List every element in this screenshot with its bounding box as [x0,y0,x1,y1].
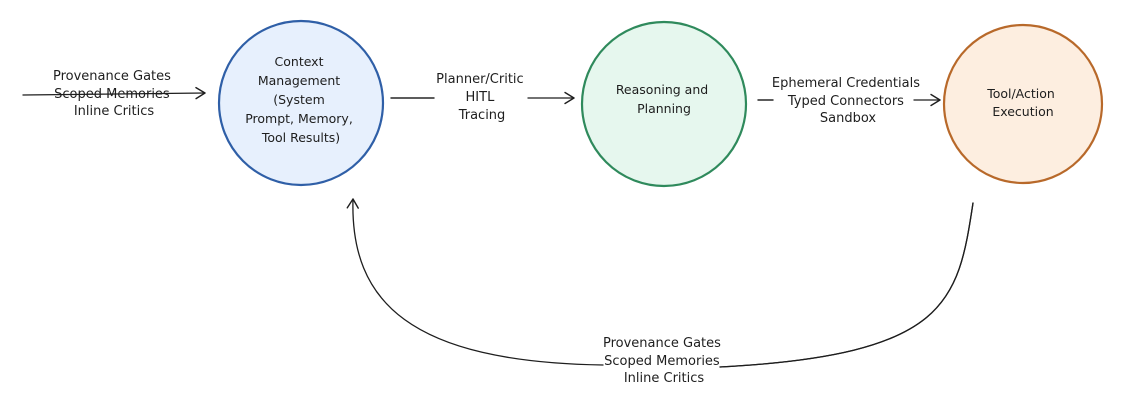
feedback-label-line: Scoped Memories [604,354,720,369]
input-label-line: Inline Critics [74,104,155,119]
context-label-line: Tool Results) [261,130,340,145]
feedback-label-line: Provenance Gates [603,336,721,351]
feedback-label-line: Inline Critics [624,371,705,386]
context-management-label: Context Management (System Prompt, Memor… [245,54,357,145]
input-label-line: Scoped Memories [54,87,170,102]
reasoning-planning-node[interactable] [580,20,748,188]
context-label-line: Context [275,54,324,69]
context-management-node[interactable] [217,19,385,187]
reasoning-tool-label-line: Ephemeral Credentials [772,76,920,91]
tool-action-execution-node[interactable] [942,23,1104,185]
reasoning-tool-label-line: Sandbox [820,111,877,126]
context-reasoning-label-line: Planner/Critic [436,72,524,87]
tool-label-line: Execution [992,104,1053,119]
input-edge-label: Provenance Gates Scoped Memories Inline … [53,69,175,119]
context-label-line: Management [258,73,340,88]
reasoning-label-line: Reasoning and [616,82,708,97]
reasoning-to-tool-label: Ephemeral Credentials Typed Connectors S… [772,76,924,126]
reasoning-label-line: Planning [637,101,691,116]
context-reasoning-label-line: Tracing [458,108,506,123]
input-arrow [22,86,206,100]
context-reasoning-label-line: HITL [466,90,496,105]
context-label-line: (System [273,92,325,107]
feedback-edge-label: Provenance Gates Scoped Memories Inline … [603,336,725,386]
input-label-line: Provenance Gates [53,69,171,84]
feedback-arrow-start [719,202,974,368]
tool-action-execution-label: Tool/Action Execution [986,86,1059,119]
context-to-reasoning-label: Planner/Critic HITL Tracing [436,72,528,123]
reasoning-tool-label-line: Typed Connectors [787,94,904,109]
reasoning-planning-label: Reasoning and Planning [616,82,712,116]
tool-label-line: Tool/Action [986,86,1055,101]
context-label-line: Prompt, Memory, [245,111,353,126]
